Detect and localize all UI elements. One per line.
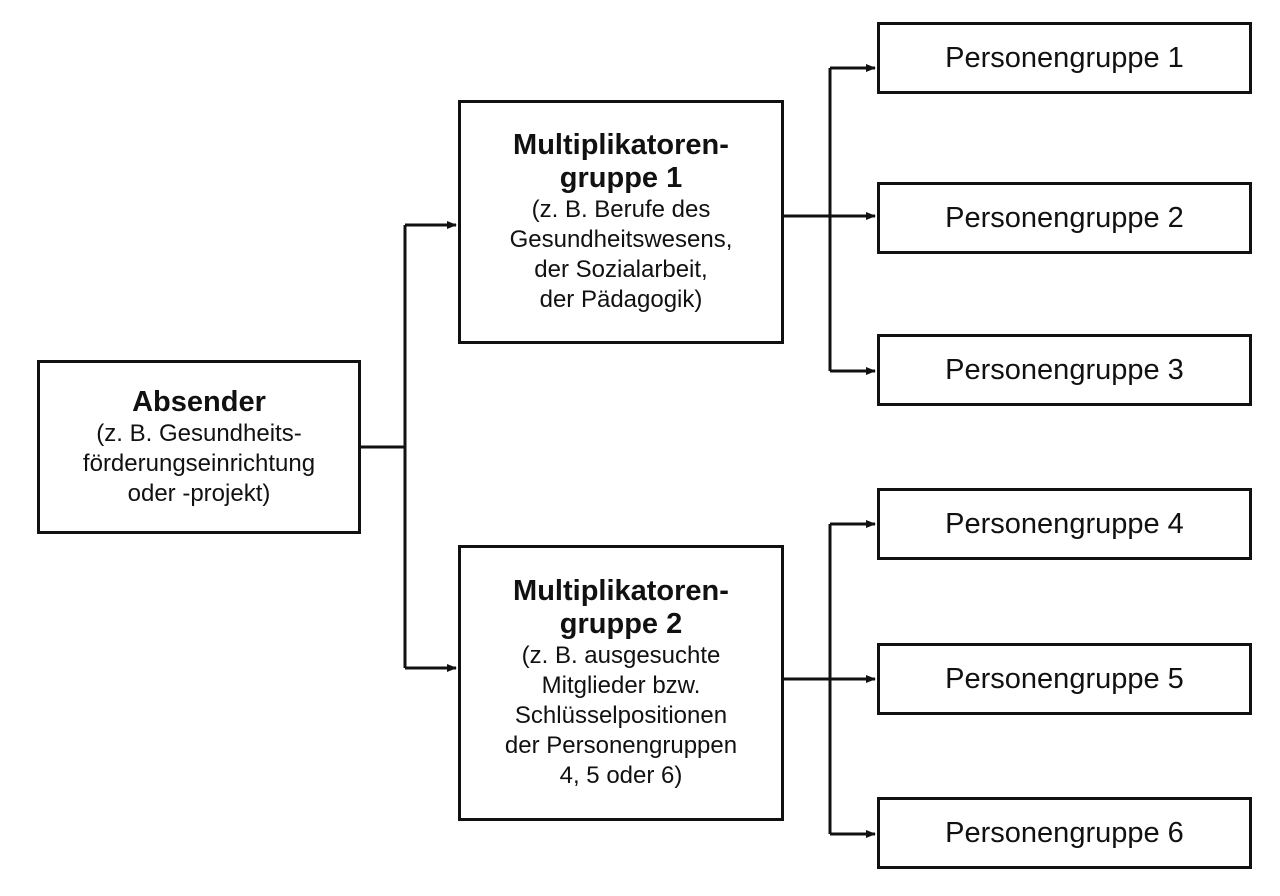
personengruppe-5-box: Personengruppe 5 [877,643,1252,715]
multiplier-1-desc-line: Gesundheitswesens, [509,226,733,253]
multiplier-2-desc-line: Schlüsselpositionen [514,702,728,729]
multiplier-2-desc-line: Mitglieder bzw. [541,672,701,699]
personengruppe-5-label: Personengruppe 5 [945,662,1184,695]
sender-desc-line: (z. B. Gesundheits- [96,419,302,447]
multiplier-2-desc-line: 4, 5 oder 6) [559,762,683,789]
multiplier-group-2-box: Multiplikatoren- gruppe 2 (z. B. ausgesu… [458,545,784,821]
personengruppe-4-box: Personengruppe 4 [877,488,1252,560]
personengruppe-2-label: Personengruppe 2 [945,201,1184,234]
multiplier-1-desc-line: (z. B. Berufe des [531,196,711,223]
multiplier-2-desc-line: der Personengruppen [504,732,738,759]
multiplier-1-desc-line: der Pädagogik) [539,286,703,313]
personengruppe-6-label: Personengruppe 6 [945,816,1184,849]
personengruppe-4-label: Personengruppe 4 [945,507,1184,540]
multiplier-1-title-line: Multiplikatoren- [513,129,729,161]
multiplier-group-1-box: Multiplikatoren- gruppe 1 (z. B. Berufe … [458,100,784,344]
personengruppe-6-box: Personengruppe 6 [877,797,1252,869]
multiplier-1-title-line: gruppe 1 [559,162,683,194]
personengruppe-3-label: Personengruppe 3 [945,353,1184,386]
multiplier-2-desc-line: (z. B. ausgesuchte [521,642,721,669]
personengruppe-3-box: Personengruppe 3 [877,334,1252,406]
sender-desc-line: förderungseinrichtung [82,449,316,477]
multiplier-2-title-line: gruppe 2 [559,608,683,640]
personengruppe-1-label: Personengruppe 1 [945,41,1184,74]
sender-desc-line: oder -projekt) [127,479,271,507]
personengruppe-1-box: Personengruppe 1 [877,22,1252,94]
multiplier-2-title-line: Multiplikatoren- [513,575,729,607]
sender-box: Absender (z. B. Gesundheits- förderungse… [37,360,361,534]
personengruppe-2-box: Personengruppe 2 [877,182,1252,254]
sender-title: Absender [132,385,266,418]
multiplier-1-desc-line: der Sozialarbeit, [534,256,708,283]
